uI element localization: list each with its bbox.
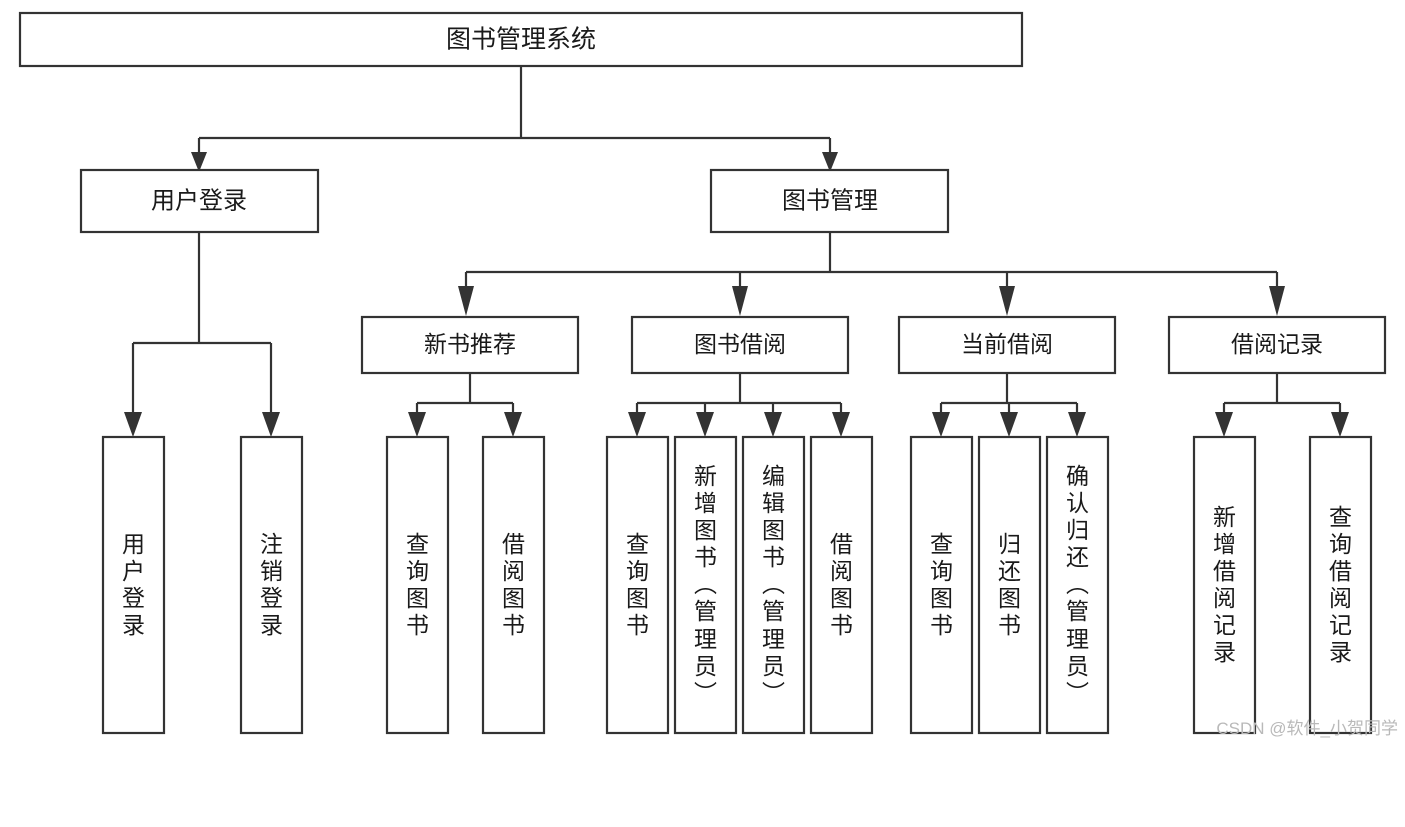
- connectors-group: [124, 66, 1349, 437]
- arrow-to-leaf-query-record: [1331, 412, 1349, 437]
- arrow-to-leaf-confirm-return: [1068, 412, 1086, 437]
- arrow-to-current-borrow: [999, 286, 1015, 316]
- leaf-box-query-book-current[interactable]: [909, 435, 974, 735]
- arrow-to-leaf-query-book-1: [408, 412, 426, 437]
- arrow-to-new-book-recommend: [458, 286, 474, 316]
- connector-book-management-to-level3: [464, 232, 1279, 292]
- node-book-management[interactable]: 图书管理: [709, 168, 950, 234]
- node-borrow-records-box[interactable]: [1167, 315, 1387, 375]
- node-borrow-records-label: 借阅记录: [1231, 331, 1323, 357]
- node-borrow-records[interactable]: 借阅记录: [1167, 315, 1387, 375]
- arrow-to-leaf-add-record: [1215, 412, 1233, 437]
- node-user-login-label: 用户登录: [151, 187, 247, 214]
- leaf-box-edit-book[interactable]: [741, 435, 806, 735]
- connector-user-login-to-leaves: [131, 232, 273, 418]
- leaf-box-query-book-recommend[interactable]: [385, 435, 450, 735]
- arrow-to-leaf-query-book-2: [628, 412, 646, 437]
- node-book-management-label: 图书管理: [782, 187, 878, 214]
- watermark-text: CSDN @软件_小贺同学: [1216, 719, 1398, 738]
- node-current-borrow-box[interactable]: [897, 315, 1117, 375]
- leaf-box-borrow-book-recommend[interactable]: [481, 435, 546, 735]
- leaf-box-query-borrow-record[interactable]: [1308, 435, 1373, 735]
- connector-borrow-records-to-leaves: [1222, 373, 1342, 418]
- node-user-login-box[interactable]: [79, 168, 320, 234]
- arrow-to-leaf-user-login: [124, 412, 142, 437]
- leaf-box-add-book[interactable]: [673, 435, 738, 735]
- connector-current-borrow-to-leaves: [939, 373, 1079, 418]
- node-book-borrow[interactable]: 图书借阅: [630, 315, 850, 375]
- node-book-management-box[interactable]: [709, 168, 950, 234]
- leaf-box-user-login[interactable]: [101, 435, 166, 735]
- node-book-borrow-label: 图书借阅: [694, 331, 786, 357]
- leaf-box-borrow-book[interactable]: [809, 435, 874, 735]
- arrow-to-user-login: [191, 152, 207, 172]
- arrow-to-book-management: [822, 152, 838, 172]
- node-current-borrow[interactable]: 当前借阅: [897, 315, 1117, 375]
- leaf-box-logout[interactable]: [239, 435, 304, 735]
- arrow-to-borrow-records: [1269, 286, 1285, 316]
- arrow-to-leaf-add-book: [696, 412, 714, 437]
- connector-root-to-level2: [197, 66, 832, 158]
- arrow-to-leaf-borrow-book-2: [832, 412, 850, 437]
- node-new-book-recommend-box[interactable]: [360, 315, 580, 375]
- connector-book-borrow-to-leaves: [635, 373, 843, 418]
- leaf-box-confirm-return[interactable]: [1045, 435, 1110, 735]
- arrow-to-leaf-query-book-3: [932, 412, 950, 437]
- connector-new-book-recommend-to-leaves: [415, 373, 515, 418]
- node-root-box[interactable]: [18, 11, 1024, 68]
- arrow-to-leaf-borrow-book-1: [504, 412, 522, 437]
- node-new-book-recommend-label: 新书推荐: [424, 331, 516, 357]
- leaf-box-query-book-borrow[interactable]: [605, 435, 670, 735]
- node-root-label: 图书管理系统: [446, 26, 596, 54]
- arrow-to-leaf-return-book: [1000, 412, 1018, 437]
- leaf-box-return-book[interactable]: [977, 435, 1042, 735]
- book-management-system-tree-diagram: 图书管理系统 用户登录 图书管理 新书推荐 图书借阅 当前借阅 借阅记录: [18, 11, 1398, 738]
- arrow-to-leaf-logout: [262, 412, 280, 437]
- node-root-book-management-system[interactable]: 图书管理系统: [18, 11, 1024, 68]
- arrow-to-leaf-edit-book: [764, 412, 782, 437]
- leaf-boxes-group: [101, 435, 1373, 735]
- node-new-book-recommend[interactable]: 新书推荐: [360, 315, 580, 375]
- node-book-borrow-box[interactable]: [630, 315, 850, 375]
- node-current-borrow-label: 当前借阅: [961, 331, 1053, 357]
- leaf-box-add-borrow-record[interactable]: [1192, 435, 1257, 735]
- node-user-login[interactable]: 用户登录: [79, 168, 320, 234]
- arrow-to-book-borrow: [732, 286, 748, 316]
